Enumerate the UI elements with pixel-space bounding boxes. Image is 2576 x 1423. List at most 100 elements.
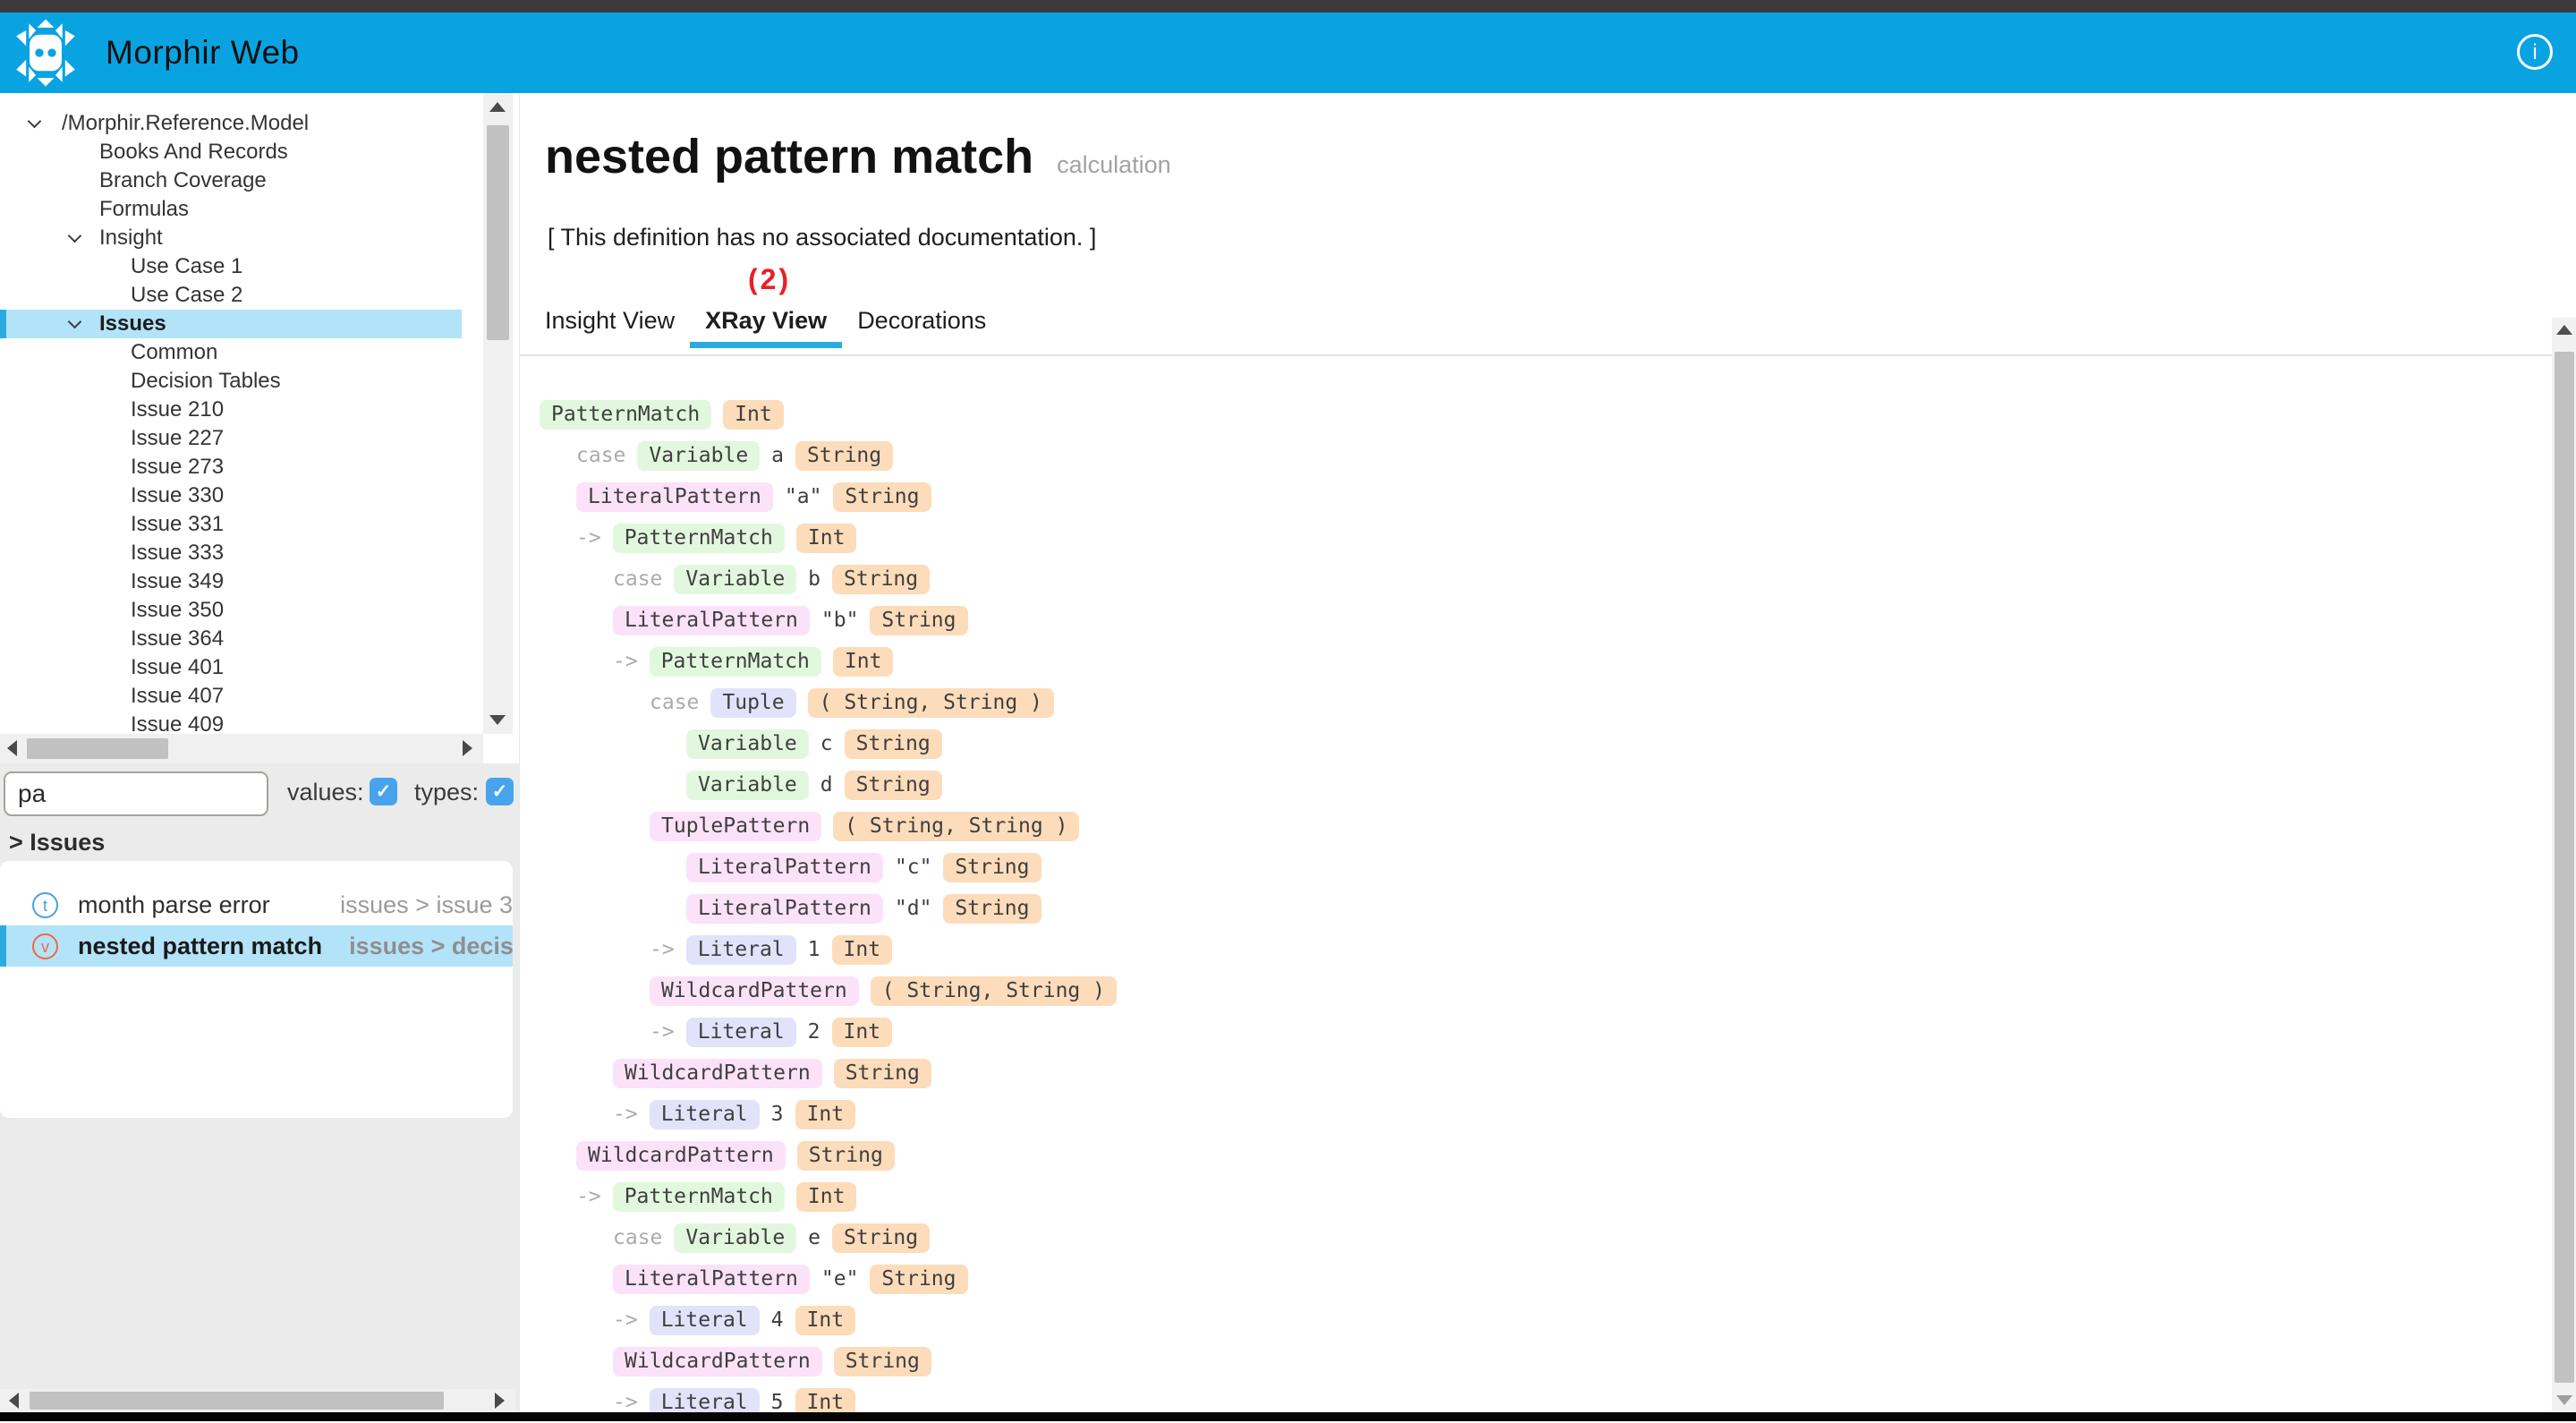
xray-node-patternmatch[interactable]: PatternMatch (612, 523, 785, 553)
tree-item-issues[interactable]: Issues (0, 310, 462, 338)
scroll-right-arrow-icon[interactable] (495, 1393, 505, 1409)
xray-node-literalpattern[interactable]: LiteralPattern (576, 481, 773, 512)
tree-item-issue-331[interactable]: Issue 331 (0, 510, 462, 539)
xray-node-string[interactable]: String (796, 1140, 895, 1171)
xray-node-literal[interactable]: Literal (685, 934, 796, 965)
scroll-down-arrow-icon[interactable] (2556, 1395, 2572, 1405)
xray-node-string[interactable]: String (832, 1223, 931, 1253)
types-checkbox[interactable]: ✓ (486, 778, 514, 805)
xray-node-string[interactable]: String (844, 729, 942, 759)
chevron-down-icon[interactable] (27, 114, 42, 129)
xray-node-int[interactable]: Int (723, 399, 784, 430)
tab-insight-view[interactable]: Insight View (545, 307, 676, 334)
tree-item-issue-409[interactable]: Issue 409 (0, 711, 462, 739)
tree-item-formulas[interactable]: Formulas (0, 195, 462, 224)
info-icon[interactable]: i (2517, 34, 2553, 70)
xray-node-variable[interactable]: Variable (674, 1223, 797, 1253)
xray-node-literalpattern[interactable]: LiteralPattern (613, 1264, 810, 1294)
tree-item-issue-227[interactable]: Issue 227 (0, 424, 462, 453)
search-input[interactable] (4, 771, 268, 816)
xray-node-wildcardpattern[interactable]: WildcardPattern (650, 976, 859, 1006)
xray-node-string[interactable]: String (943, 893, 1041, 924)
tree-item-common[interactable]: Common (0, 338, 462, 367)
xray-node-int[interactable]: Int (831, 1017, 893, 1047)
xray-node-int[interactable]: Int (795, 1305, 856, 1335)
xray-node-tuplepattern[interactable]: TuplePattern (650, 811, 822, 841)
xray-node-int[interactable]: Int (795, 1099, 856, 1129)
xray-keyword: -> (613, 650, 638, 673)
tab-xray-view[interactable]: XRay View (690, 307, 843, 348)
xray-node-string-string[interactable]: ( String, String ) (807, 687, 1054, 718)
tree-vertical-scrollbar[interactable] (483, 93, 513, 734)
scroll-left-arrow-icon[interactable] (9, 1393, 19, 1409)
xray-node-string[interactable]: String (832, 564, 931, 594)
tree-hscroll-thumb[interactable] (27, 738, 168, 759)
xray-node-variable[interactable]: Variable (686, 770, 809, 800)
tree-item-insight[interactable]: Insight (0, 224, 462, 252)
content-vertical-scrollbar[interactable] (2552, 318, 2576, 1412)
tree-item-books-and-records[interactable]: Books And Records (0, 138, 462, 166)
tree-item-issue-364[interactable]: Issue 364 (0, 625, 462, 653)
xray-node-patternmatch[interactable]: PatternMatch (540, 399, 712, 430)
xray-node-literalpattern[interactable]: LiteralPattern (613, 605, 810, 635)
content-vscroll-thumb[interactable] (2555, 352, 2574, 1383)
xray-node-patternmatch[interactable]: PatternMatch (649, 646, 821, 677)
xray-node-string[interactable]: String (833, 1058, 931, 1088)
xray-node-int[interactable]: Int (831, 934, 893, 965)
scroll-up-arrow-icon[interactable] (2556, 325, 2572, 335)
tree-item-issue-273[interactable]: Issue 273 (0, 453, 462, 481)
tree-item-issue-210[interactable]: Issue 210 (0, 396, 462, 424)
scroll-right-arrow-icon[interactable] (463, 740, 472, 756)
xray-node-string[interactable]: String (844, 770, 942, 800)
tree-item-branch-coverage[interactable]: Branch Coverage (0, 166, 462, 195)
xray-node-string[interactable]: String (943, 852, 1041, 882)
xray-node-tuple[interactable]: Tuple (710, 687, 796, 718)
xray-node-variable[interactable]: Variable (637, 440, 761, 471)
xray-node-literal[interactable]: Literal (649, 1099, 760, 1129)
xray-node-string[interactable]: String (870, 605, 968, 635)
page-horizontal-scrollbar[interactable] (0, 1389, 515, 1412)
xray-node-literal[interactable]: Literal (649, 1305, 760, 1335)
xray-node-literalpattern[interactable]: LiteralPattern (686, 893, 883, 924)
page-hscroll-thumb[interactable] (30, 1392, 444, 1410)
tree-item-decision-tables[interactable]: Decision Tables (0, 367, 462, 396)
xray-node-literal[interactable]: Literal (685, 1017, 796, 1047)
tree-item-use-case-2[interactable]: Use Case 2 (0, 281, 462, 310)
tree-item-issue-407[interactable]: Issue 407 (0, 682, 462, 711)
tree-item-issue-350[interactable]: Issue 350 (0, 596, 462, 625)
xray-node-string[interactable]: String (795, 440, 894, 471)
xray-node-wildcardpattern[interactable]: WildcardPattern (613, 1058, 822, 1088)
xray-node-int[interactable]: Int (795, 523, 857, 553)
tree-horizontal-scrollbar[interactable] (0, 734, 483, 763)
xray-node-wildcardpattern[interactable]: WildcardPattern (576, 1140, 786, 1171)
tree-vscroll-thumb[interactable] (487, 125, 509, 340)
chevron-down-icon[interactable] (67, 314, 82, 329)
xray-node-string[interactable]: String (833, 481, 931, 512)
xray-node-wildcardpattern[interactable]: WildcardPattern (613, 1346, 822, 1376)
xray-node-string-string[interactable]: ( String, String ) (833, 811, 1080, 841)
scroll-down-arrow-icon[interactable] (489, 715, 506, 725)
tree-item-issue-349[interactable]: Issue 349 (0, 567, 462, 596)
xray-node-variable[interactable]: Variable (674, 564, 797, 594)
tree-item-issue-330[interactable]: Issue 330 (0, 481, 462, 510)
xray-node-string[interactable]: String (833, 1346, 931, 1376)
xray-node-variable[interactable]: Variable (686, 729, 809, 759)
chevron-down-icon[interactable] (67, 228, 82, 243)
values-checkbox[interactable]: ✓ (370, 778, 397, 805)
tab-decorations[interactable]: Decorations (857, 307, 987, 334)
tree-item-use-case-1[interactable]: Use Case 1 (0, 252, 462, 281)
scroll-up-arrow-icon[interactable] (489, 102, 506, 112)
xray-node-int[interactable]: Int (795, 1181, 857, 1212)
xray-node-string[interactable]: String (870, 1264, 968, 1294)
tree-item-issue-401[interactable]: Issue 401 (0, 653, 462, 682)
tree-item-issue-333[interactable]: Issue 333 (0, 539, 462, 567)
scroll-left-arrow-icon[interactable] (7, 740, 17, 756)
tree-item-label: Issue 407 (131, 684, 225, 708)
xray-node-patternmatch[interactable]: PatternMatch (612, 1181, 785, 1212)
xray-node-int[interactable]: Int (832, 646, 894, 677)
xray-node-literalpattern[interactable]: LiteralPattern (686, 852, 883, 882)
xray-node-string-string[interactable]: ( String, String ) (870, 976, 1117, 1006)
tree-item-morphir-reference-model[interactable]: /Morphir.Reference.Model (0, 109, 462, 138)
